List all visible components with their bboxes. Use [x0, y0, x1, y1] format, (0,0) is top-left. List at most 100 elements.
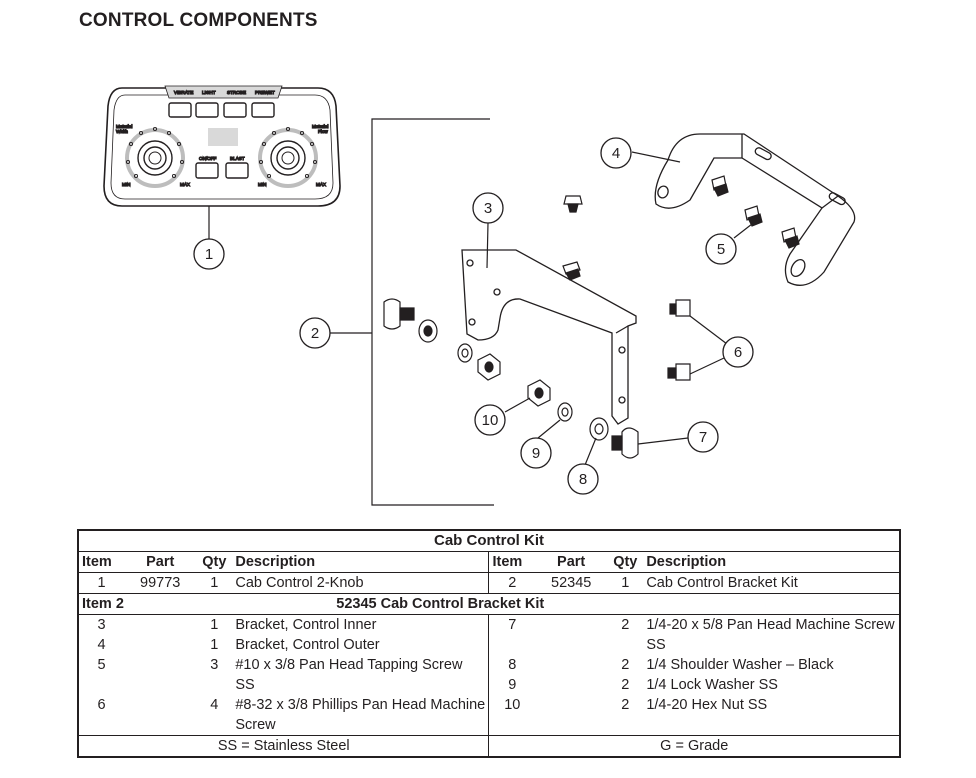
cell-item: 4 — [97, 637, 106, 653]
cab-control-panel: VIBRATE LIGHT STROBE PREWET ON/OFF BLAST — [103, 85, 341, 207]
strobe-button[interactable] — [223, 102, 247, 118]
exploded-parts-diagram: VIBRATE LIGHT STROBE PREWET ON/OFF BLAST — [103, 85, 856, 506]
table-row: 1 99773 1 Cab Control 2-Knob 2 52345 1 C… — [78, 572, 900, 594]
prewet-button[interactable] — [251, 102, 275, 118]
table-row: 3 1 Bracket, Control Inner 7 2 1/4-20 x … — [78, 614, 900, 653]
cell-part: 99773 — [140, 575, 181, 591]
cell-qty: 1 — [621, 575, 630, 591]
cell-description: Cab Control 2-Knob — [232, 572, 490, 594]
cell-qty: 1 — [210, 617, 219, 633]
cell-item: 1 — [97, 575, 106, 591]
parts-table: Cab Control Kit Item Part Qty Descriptio… — [77, 529, 901, 758]
footnote-ss: SS = Stainless Steel — [78, 735, 490, 757]
header-part: Part — [535, 551, 608, 573]
material-flow-label-2: Flow — [318, 129, 328, 134]
cell-part — [535, 655, 607, 675]
material-width-label-2: Width — [116, 129, 128, 134]
tapping-screw-icon — [562, 175, 800, 281]
cell-item: 6 — [97, 697, 106, 713]
table-row: 5 3 #10 x 3/8 Pan Head Tapping Screw SS … — [78, 655, 900, 695]
cell-item: 9 — [508, 677, 517, 693]
cell-item: 7 — [508, 617, 517, 633]
on-off-button[interactable] — [195, 162, 219, 179]
callout-6: 6 — [734, 344, 742, 361]
cell-part — [535, 675, 607, 695]
blast-button[interactable] — [225, 162, 249, 179]
cell-qty: 3 — [210, 657, 219, 673]
material-width-label-1: Material — [116, 124, 132, 129]
header-item: Item — [78, 551, 125, 573]
light-button[interactable] — [195, 102, 219, 118]
bracket-kit-title: 52345 Cab Control Bracket Kit — [196, 593, 900, 615]
table-header-row: Item Part Qty Description Item Part Qty … — [78, 551, 900, 573]
table-row: 6 4 #8-32 x 3/8 Phillips Pan Head Machin… — [78, 695, 900, 736]
cell-item: 3 — [97, 617, 106, 633]
table-row: 4 1 Bracket, Control Outer — [78, 635, 900, 655]
header-qty: Qty — [607, 551, 644, 573]
cell-qty: 1 — [210, 637, 219, 653]
cell-item: 5 — [97, 657, 106, 673]
cell-qty: 2 — [621, 697, 630, 713]
lock-washer-icon — [457, 343, 573, 422]
cell-part — [535, 695, 607, 736]
callout-1: 1 — [205, 246, 213, 263]
cell-item: 2 — [508, 575, 517, 591]
cell-part — [124, 635, 196, 655]
cell-description: 1/4-20 Hex Nut SS — [646, 697, 768, 713]
header-description: Description — [232, 551, 490, 573]
cell-description: Bracket, Control Inner — [232, 614, 490, 635]
cell-part — [535, 635, 607, 655]
cell-part — [124, 695, 196, 736]
cell-item: 8 — [508, 657, 517, 673]
page-title: CONTROL COMPONENTS — [79, 10, 318, 31]
cell-part — [124, 615, 196, 636]
shoulder-washer-icon — [418, 319, 609, 441]
cell-part: 52345 — [551, 575, 592, 591]
right-min-label: MIN — [258, 182, 266, 187]
table-row: 9 2 1/4 Lock Washer SS — [78, 675, 900, 695]
cell-description: Cab Control Bracket Kit — [646, 575, 798, 591]
hex-nut-icon — [477, 353, 551, 407]
cell-description: Bracket, Control Outer — [232, 635, 490, 655]
blast-label: BLAST — [230, 156, 245, 161]
inner-bracket — [461, 249, 637, 425]
cell-description: 1/4 Shoulder Washer – Black — [646, 657, 834, 673]
cell-description: #10 x 3/8 Pan Head Tapping Screw SS — [232, 655, 490, 695]
footnote-grade: G = Grade — [488, 735, 900, 757]
callout-9: 9 — [532, 445, 540, 462]
machine-screw-icon — [667, 299, 691, 381]
cell-qty: 2 — [621, 657, 630, 673]
cell-qty: 4 — [210, 697, 219, 713]
material-flow-label-1: Material — [312, 124, 328, 129]
bracket-kit-header-row: Item 2 52345 Cab Control Bracket Kit — [78, 593, 900, 615]
material-width-knob[interactable] — [125, 126, 185, 188]
cell-qty: 2 — [621, 617, 630, 633]
footnote-row: SS = Stainless Steel G = Grade — [78, 735, 900, 757]
vibrate-label: VIBRATE — [174, 90, 193, 95]
pan-head-screw-icon — [383, 298, 639, 459]
cell-qty — [607, 635, 643, 655]
callout-5: 5 — [717, 241, 725, 258]
header-part: Part — [124, 551, 197, 573]
header-item: Item — [488, 551, 536, 573]
callout-4: 4 — [612, 145, 620, 162]
callout-8: 8 — [579, 471, 587, 488]
material-flow-knob[interactable] — [258, 126, 318, 188]
cell-part — [535, 615, 607, 636]
callout-7: 7 — [699, 429, 707, 446]
right-max-label: MAX — [316, 182, 326, 187]
outer-bracket — [654, 133, 856, 286]
cell-qty: 1 — [210, 575, 219, 591]
on-off-label: ON/OFF — [199, 156, 217, 161]
strobe-label: STROBE — [227, 90, 246, 95]
callout-2: 2 — [311, 325, 319, 342]
item-2-label: Item 2 — [78, 593, 197, 615]
callout-10: 10 — [482, 412, 499, 429]
cell-description: 1/4-20 x 5/8 Pan Head Machine Screw SS — [646, 617, 895, 653]
kit-table-title: Cab Control Kit — [78, 530, 900, 552]
prewet-label: PREWET — [255, 90, 275, 95]
vibrate-button[interactable] — [168, 102, 192, 118]
cell-part — [124, 655, 196, 695]
cell-qty: 2 — [621, 677, 630, 693]
cell-description: #8-32 x 3/8 Phillips Pan Head Machine Sc… — [232, 695, 490, 736]
